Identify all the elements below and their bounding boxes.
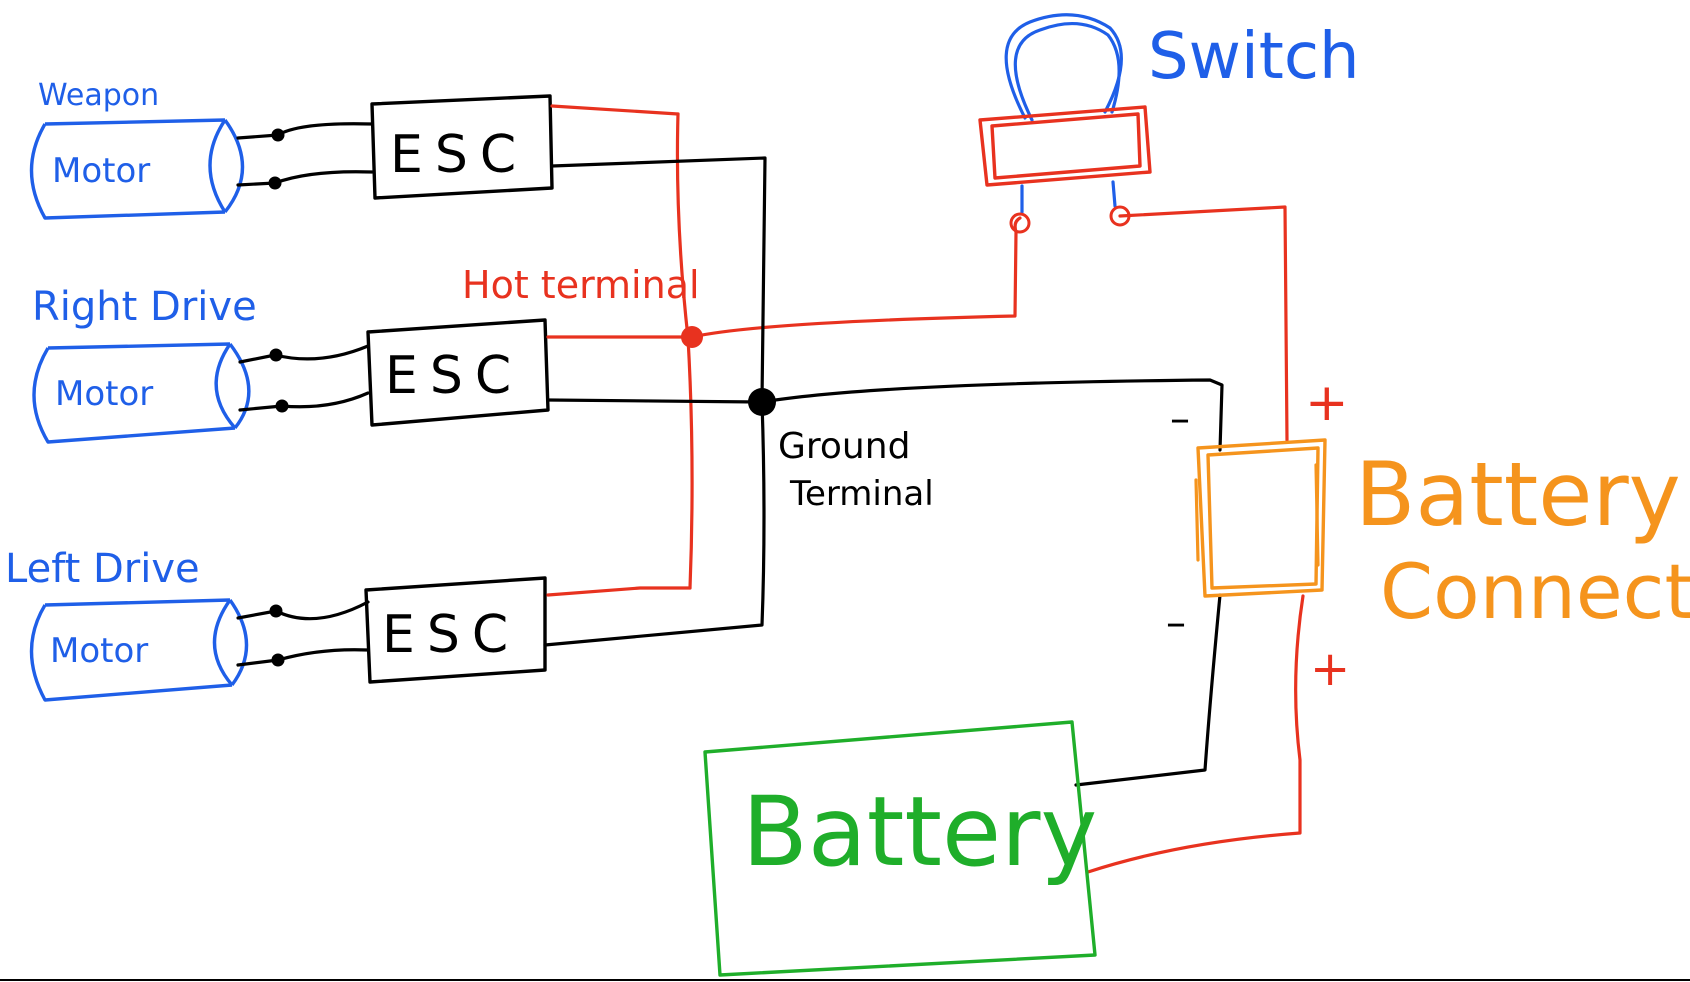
hot-terminal-label: Hot terminal (462, 263, 700, 307)
right-drive-motor: Motor Right Drive (32, 284, 257, 444)
battery-minus-label: – (1166, 600, 1186, 646)
switch-terminal-right (1109, 205, 1131, 227)
left-drive-motor-label: Motor (50, 631, 148, 671)
esc-weapon: ESC (370, 94, 554, 200)
ground-wires (543, 156, 1224, 787)
ground-terminal-label-1: Ground (778, 426, 910, 467)
battery-connector: Battery Connector + – + – (1166, 373, 1690, 697)
weapon-motor-label: Motor (52, 151, 150, 191)
battery-connector-label-1: Battery (1355, 443, 1681, 546)
left-drive-motor: Motor Left Drive (5, 546, 249, 702)
switch-label: Switch (1148, 20, 1360, 94)
esc-right-label: ESC (385, 346, 523, 406)
connector-plus-label: + (1305, 373, 1349, 433)
left-lead-dot-1 (269, 604, 283, 618)
switch-terminal-left (1009, 212, 1031, 234)
ground-terminal-label-2: Terminal (789, 474, 934, 514)
connector-minus-label: – (1170, 396, 1190, 442)
weapon-lead-dot-2 (268, 176, 282, 190)
left-lead-dot-2 (271, 653, 285, 667)
weapon-lead-dot-1 (271, 128, 285, 142)
right-lead-dot-2 (275, 399, 289, 413)
esc-left: ESC (364, 576, 547, 684)
hot-terminal-dot (681, 326, 703, 348)
battery-plus-label: + (1310, 641, 1350, 697)
right-lead-dot-1 (269, 348, 283, 362)
motor-leads (236, 122, 374, 667)
battery-connector-label-2: Connector (1380, 547, 1690, 636)
esc-left-label: ESC (382, 605, 520, 665)
battery: Battery (703, 720, 1097, 977)
ground-terminal-dot (748, 388, 776, 416)
battery-label: Battery (742, 776, 1097, 888)
right-drive-motor-name: Right Drive (32, 284, 257, 330)
esc-weapon-label: ESC (390, 125, 528, 185)
right-drive-motor-label: Motor (55, 374, 153, 414)
switch: Switch (978, 13, 1360, 234)
hot-wires (546, 104, 1305, 874)
left-drive-motor-name: Left Drive (5, 546, 200, 592)
weapon-motor: Motor Weapon (29, 78, 245, 220)
esc-right: ESC (366, 318, 550, 427)
weapon-motor-name: Weapon (38, 78, 159, 113)
